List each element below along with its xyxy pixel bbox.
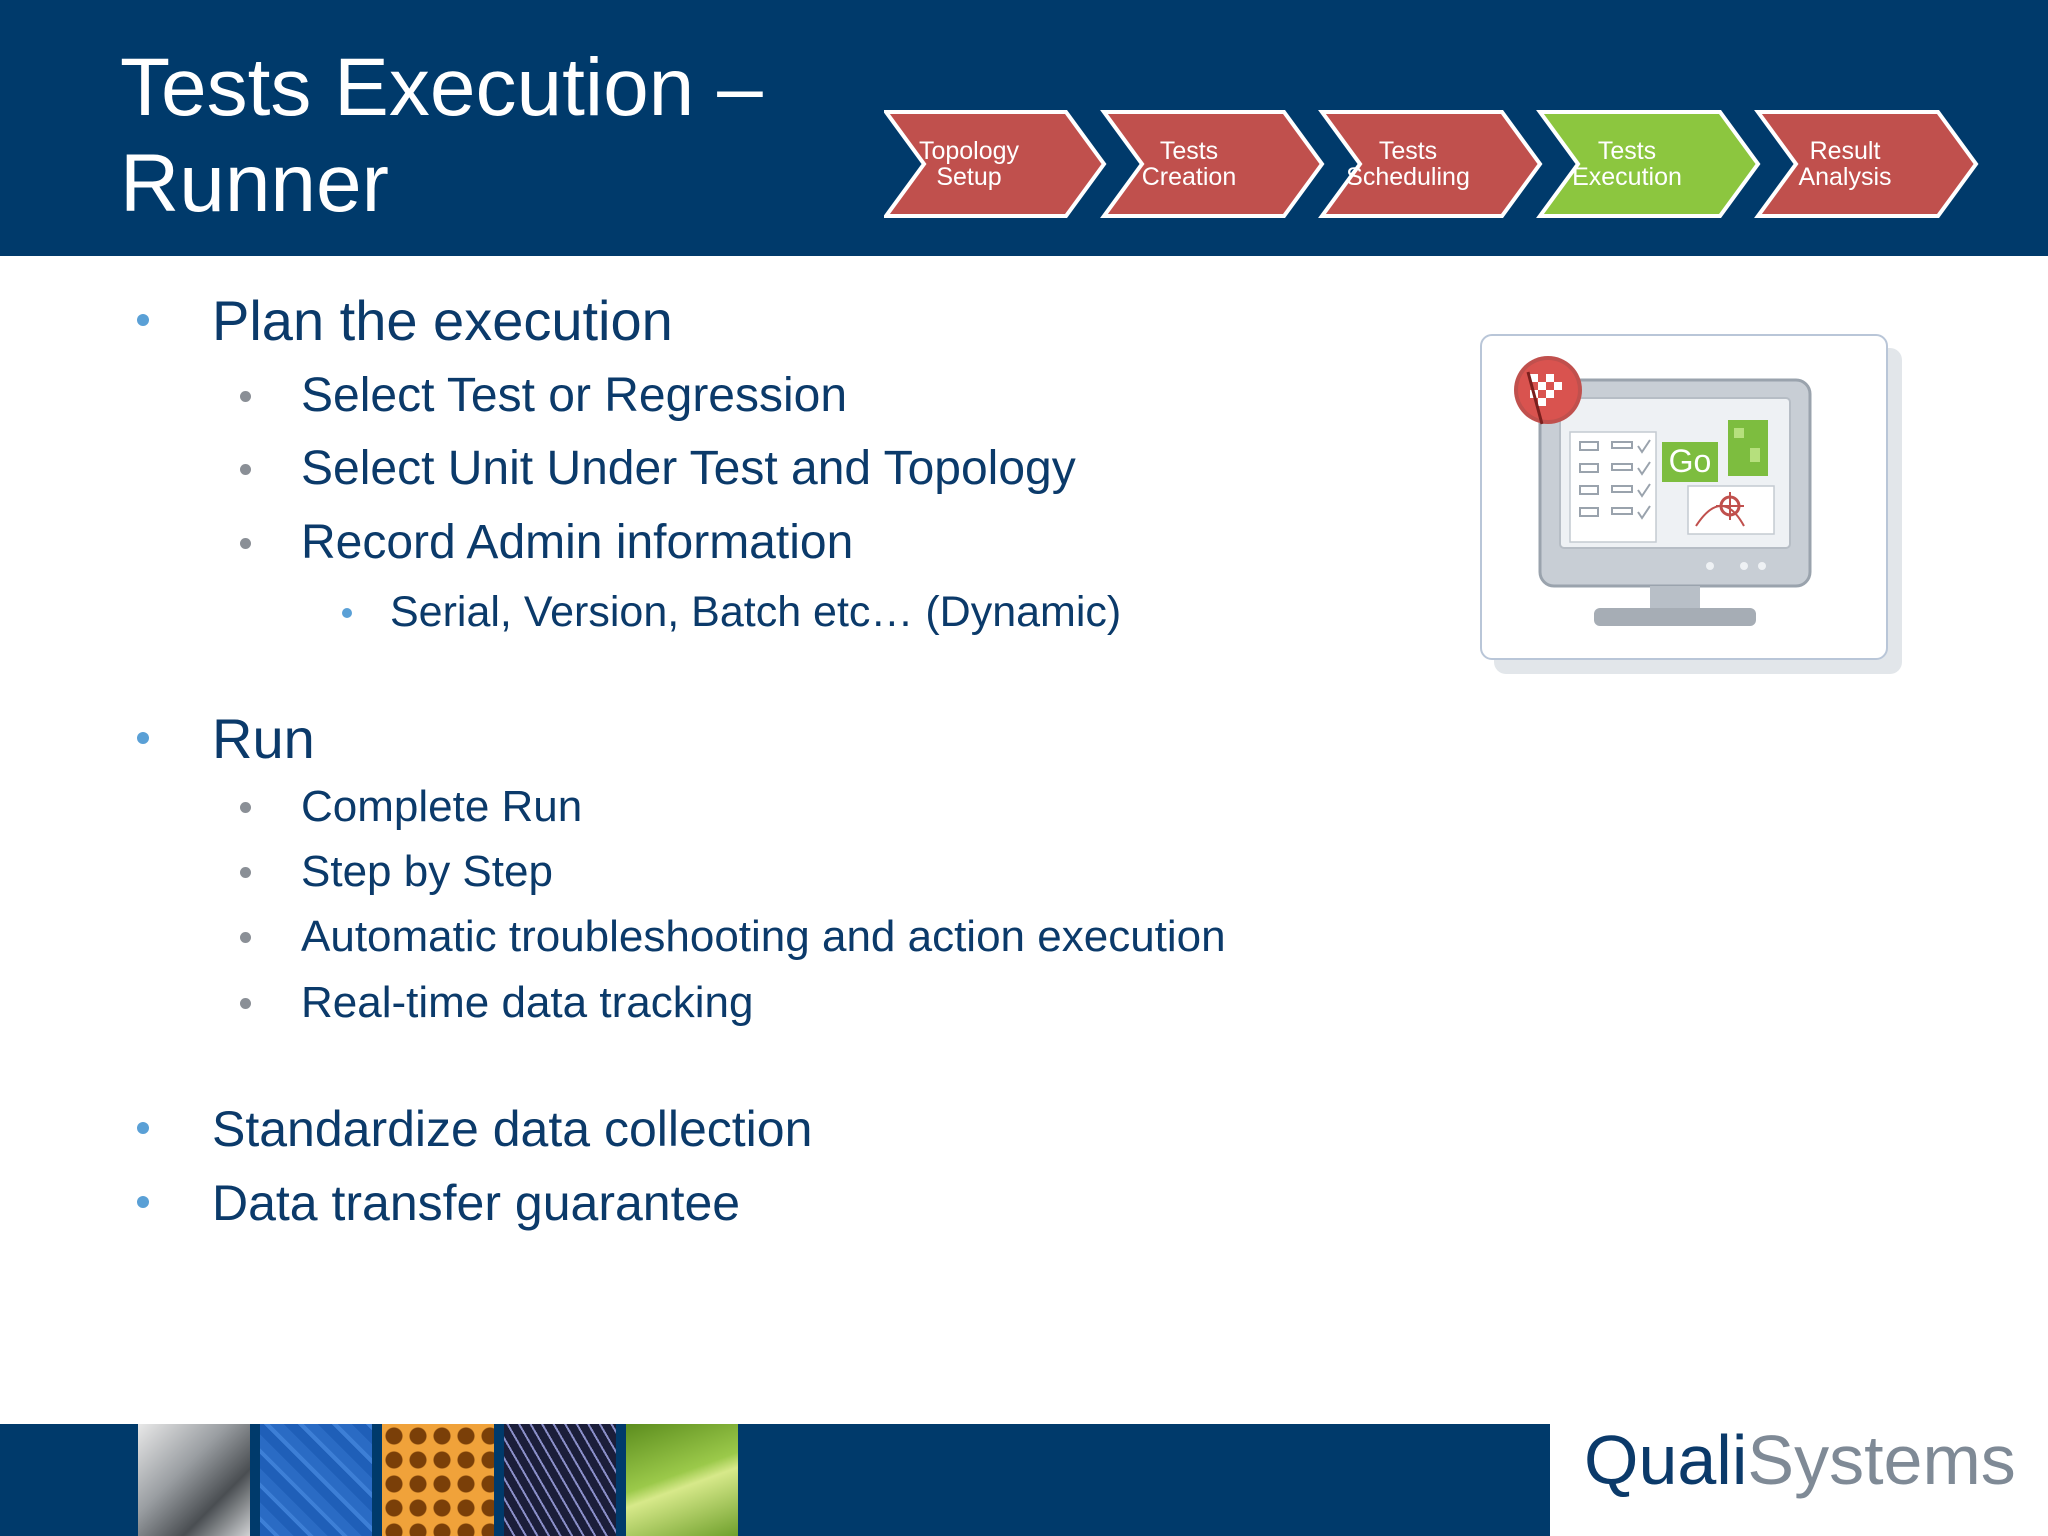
bullet-complete-run: Complete Run bbox=[301, 782, 583, 831]
process-chevrons bbox=[884, 110, 1979, 218]
monitor-go-icon: Go bbox=[1480, 334, 1888, 660]
step-line: Creation bbox=[1141, 163, 1237, 191]
bullet-standardize: Standardize data collection bbox=[212, 1101, 813, 1157]
monitor-illustration: Go bbox=[1514, 356, 1812, 626]
logo-quali: Quali bbox=[1584, 1421, 1748, 1499]
bullet-dot bbox=[240, 538, 251, 549]
bullet-dot bbox=[342, 608, 352, 618]
step-line: Tests bbox=[1597, 137, 1657, 165]
bullet-select-unit: Select Unit Under Test and Topology bbox=[301, 442, 1076, 495]
slide-title-line-2: Runner bbox=[120, 138, 389, 229]
bullet-step-by-step: Step by Step bbox=[301, 847, 553, 896]
bullet-dot bbox=[240, 932, 251, 943]
step-tests-creation: Tests Creation bbox=[1104, 110, 1274, 218]
turbine-tile bbox=[138, 1424, 250, 1536]
footer-logo-area bbox=[1550, 1424, 2048, 1536]
bullet-dot bbox=[137, 314, 149, 326]
bullet-dot bbox=[137, 1196, 149, 1208]
circuit-tile bbox=[260, 1424, 372, 1536]
slide-title: Tests Execution – Runner bbox=[120, 40, 763, 232]
bullet-data-transfer: Data transfer guarantee bbox=[212, 1175, 741, 1231]
step-topology-setup: Topology Setup bbox=[884, 110, 1054, 218]
step-line: Setup bbox=[936, 163, 1002, 191]
step-line: Analysis bbox=[1798, 163, 1892, 191]
step-chevron bbox=[1536, 110, 1761, 218]
bullet-dot bbox=[240, 998, 251, 1009]
step-tests-execution: Tests Execution bbox=[1542, 110, 1712, 218]
bullet-dot bbox=[137, 732, 149, 744]
bullet-record-admin: Record Admin information bbox=[301, 516, 854, 569]
bullet-run: Run bbox=[212, 707, 315, 770]
bullet-dot bbox=[137, 1122, 149, 1134]
bullet-dot bbox=[240, 802, 251, 813]
footer-image-strip bbox=[138, 1424, 740, 1536]
bullet-plan: Plan the execution bbox=[212, 289, 673, 352]
leaf-tile bbox=[626, 1424, 738, 1536]
process-steps: Topology Setup Tests Creation Tests Sche… bbox=[884, 110, 2014, 218]
bullet-dot bbox=[240, 391, 251, 402]
step-result-analysis: Result Analysis bbox=[1760, 110, 1930, 218]
bullet-serial-version: Serial, Version, Batch etc… (Dynamic) bbox=[390, 588, 1122, 636]
step-chevron bbox=[1100, 110, 1325, 218]
step-line: Result bbox=[1809, 137, 1881, 165]
step-line: Topology bbox=[918, 137, 1020, 165]
step-chevron bbox=[884, 110, 1107, 218]
step-line: Scheduling bbox=[1346, 163, 1470, 191]
bullet-automatic-troubleshooting: Automatic troubleshooting and action exe… bbox=[301, 912, 1226, 961]
step-line: Tests bbox=[1159, 137, 1219, 165]
header-bar: Tests Execution – Runner Topology Setup … bbox=[0, 0, 2048, 256]
step-line: Tests bbox=[1378, 137, 1438, 165]
go-label: Go bbox=[1669, 443, 1712, 479]
qualisystems-logo: QualiSystems bbox=[1584, 1420, 2016, 1500]
logo-systems: Systems bbox=[1747, 1421, 2016, 1499]
bullet-select-test: Select Test or Regression bbox=[301, 369, 848, 422]
neurons-tile bbox=[504, 1424, 616, 1536]
step-tests-scheduling: Tests Scheduling bbox=[1323, 110, 1493, 218]
slide-title-line-1: Tests Execution – bbox=[120, 42, 763, 133]
step-line: Execution bbox=[1572, 163, 1682, 191]
step-chevron bbox=[1318, 110, 1543, 218]
bullet-dot bbox=[240, 867, 251, 878]
step-chevron bbox=[1754, 110, 1979, 218]
honeycomb-tile bbox=[382, 1424, 494, 1536]
bullet-realtime-tracking: Real-time data tracking bbox=[301, 978, 754, 1027]
bullet-dot bbox=[240, 464, 251, 475]
